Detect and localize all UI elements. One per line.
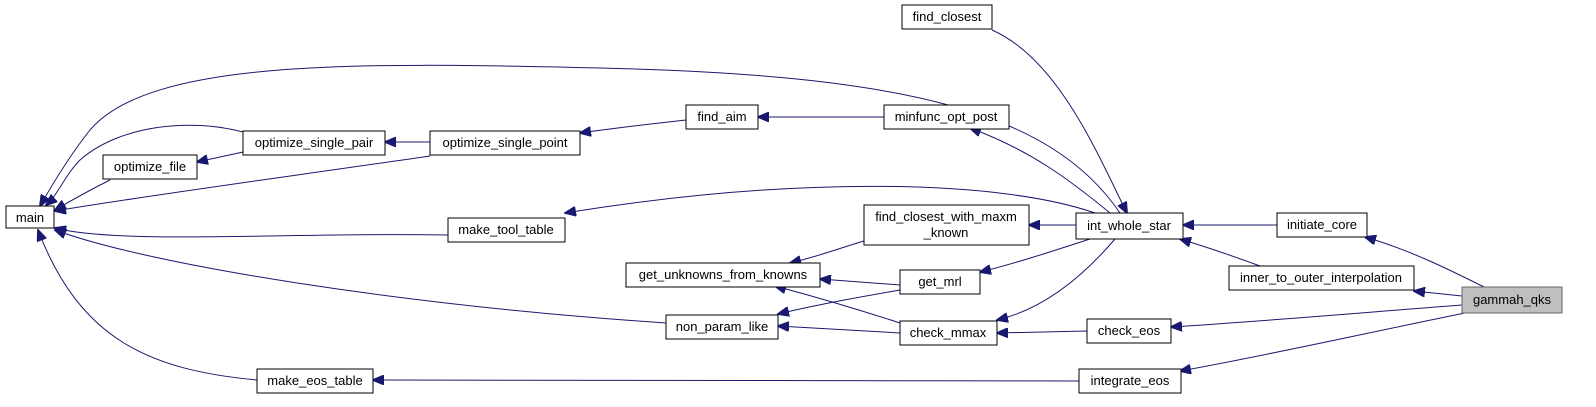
edge-find_closest_with_maxm_known-to-get_unknowns <box>790 240 865 263</box>
edge-optimize_single_pair-to-optimize_file <box>197 151 244 162</box>
node-check_mmax[interactable]: check_mmax <box>899 320 998 346</box>
node-label-optimize_single_pair: optimize_single_pair <box>255 135 374 150</box>
edge-inner_to_outer-to-int_whole_star <box>1180 239 1261 267</box>
edge-make_eos_table-to-main <box>38 230 258 381</box>
edge-gammah_qks-to-check_eos <box>1171 304 1463 327</box>
node-label-minfunc_opt_post: minfunc_opt_post <box>895 109 998 124</box>
node-inner_to_outer_interpolation[interactable]: inner_to_outer_interpolation <box>1228 265 1415 291</box>
node-label-find_closest: find_closest <box>913 9 982 24</box>
node-minfunc_opt_post[interactable]: minfunc_opt_post <box>883 104 1010 130</box>
node-non_param_like[interactable]: non_param_like <box>665 314 779 340</box>
node-optimize_file[interactable]: optimize_file <box>102 154 198 180</box>
node-initiate_core[interactable]: initiate_core <box>1276 212 1368 238</box>
node-make_eos_table[interactable]: make_eos_table <box>256 368 374 394</box>
node-optimize_single_pair[interactable]: optimize_single_pair <box>242 130 386 156</box>
node-label-check_mmax: check_mmax <box>910 325 987 340</box>
edge-int_whole_star-to-get_mrl <box>980 238 1091 272</box>
edge-gammah_qks-to-inner_to_outer <box>1414 291 1463 296</box>
node-label-optimize_single_point: optimize_single_point <box>442 135 567 150</box>
edge-check_mmax-to-non_param_like <box>778 326 901 334</box>
edge-find_closest-to-int_whole_star <box>991 29 1127 213</box>
edge-check_mmax-to-get_unknowns <box>775 286 901 324</box>
node-label-optimize_file: optimize_file <box>114 159 186 174</box>
node-label-gammah_qks: gammah_qks <box>1473 292 1552 307</box>
node-optimize_single_point[interactable]: optimize_single_point <box>429 130 581 156</box>
edge-integrate_eos-to-make_eos_table <box>373 380 1080 381</box>
node-label-non_param_like: non_param_like <box>676 319 769 334</box>
edge-int_whole_star-to-check_mmax <box>997 238 1116 320</box>
node-label-integrate_eos: integrate_eos <box>1091 373 1170 388</box>
node-label-find_closest_with_maxm_known-line2: _known <box>923 225 969 240</box>
edge-int_whole_star-to-make_tool_table <box>565 185 1096 213</box>
edge-non_param_like-to-main <box>55 230 667 324</box>
node-label-check_eos: check_eos <box>1098 323 1161 338</box>
edge-gammah_qks-to-initiate_core <box>1365 237 1485 288</box>
node-label-make_eos_table: make_eos_table <box>267 373 362 388</box>
node-integrate_eos[interactable]: integrate_eos <box>1078 368 1182 394</box>
edge-check_eos-to-check_mmax <box>997 331 1088 333</box>
node-get_unknowns_from_knowns[interactable]: get_unknowns_from_knowns <box>625 262 821 288</box>
node-label-find_closest_with_maxm_known-line1: find_closest_with_maxm <box>875 209 1017 224</box>
node-get_mrl[interactable]: get_mrl <box>899 269 981 295</box>
node-label-get_unknowns_from_knowns: get_unknowns_from_knowns <box>639 267 808 282</box>
edge-gammah_qks-to-integrate_eos <box>1180 311 1471 371</box>
edge-optimize_single_point-to-main <box>55 155 431 211</box>
node-check_eos[interactable]: check_eos <box>1086 318 1172 344</box>
node-find_closest_with_maxm_known[interactable]: find_closest_with_maxm _known <box>863 204 1030 246</box>
node-label-get_mrl: get_mrl <box>918 274 961 289</box>
edge-optimize_file-to-main <box>55 179 111 210</box>
node-label-main: main <box>16 210 44 225</box>
node-label-int_whole_star: int_whole_star <box>1087 218 1171 233</box>
edge-make_tool_table-to-main <box>55 228 449 238</box>
edge-get_mrl-to-non_param_like <box>778 289 901 314</box>
node-label-make_tool_table: make_tool_table <box>458 222 553 237</box>
edge-optimize_single_pair-to-main <box>46 124 244 205</box>
node-label-find_aim: find_aim <box>697 109 746 124</box>
node-find_aim[interactable]: find_aim <box>685 104 759 130</box>
node-main[interactable]: main <box>5 205 55 229</box>
node-gammah_qks[interactable]: gammah_qks <box>1461 286 1563 314</box>
edge-find_aim-to-optimize_single_point <box>580 119 687 133</box>
node-label-inner_to_outer_interpolation: inner_to_outer_interpolation <box>1240 270 1402 285</box>
node-label-initiate_core: initiate_core <box>1287 217 1357 232</box>
node-make_tool_table[interactable]: make_tool_table <box>447 217 566 243</box>
node-find_closest[interactable]: find_closest <box>901 4 993 30</box>
edge-int_whole_star-to-minfunc_opt_post <box>970 128 1111 214</box>
edges <box>38 29 1485 381</box>
node-int_whole_star[interactable]: int_whole_star <box>1075 212 1184 240</box>
edge-get_mrl-to-get_unknowns <box>820 279 901 286</box>
